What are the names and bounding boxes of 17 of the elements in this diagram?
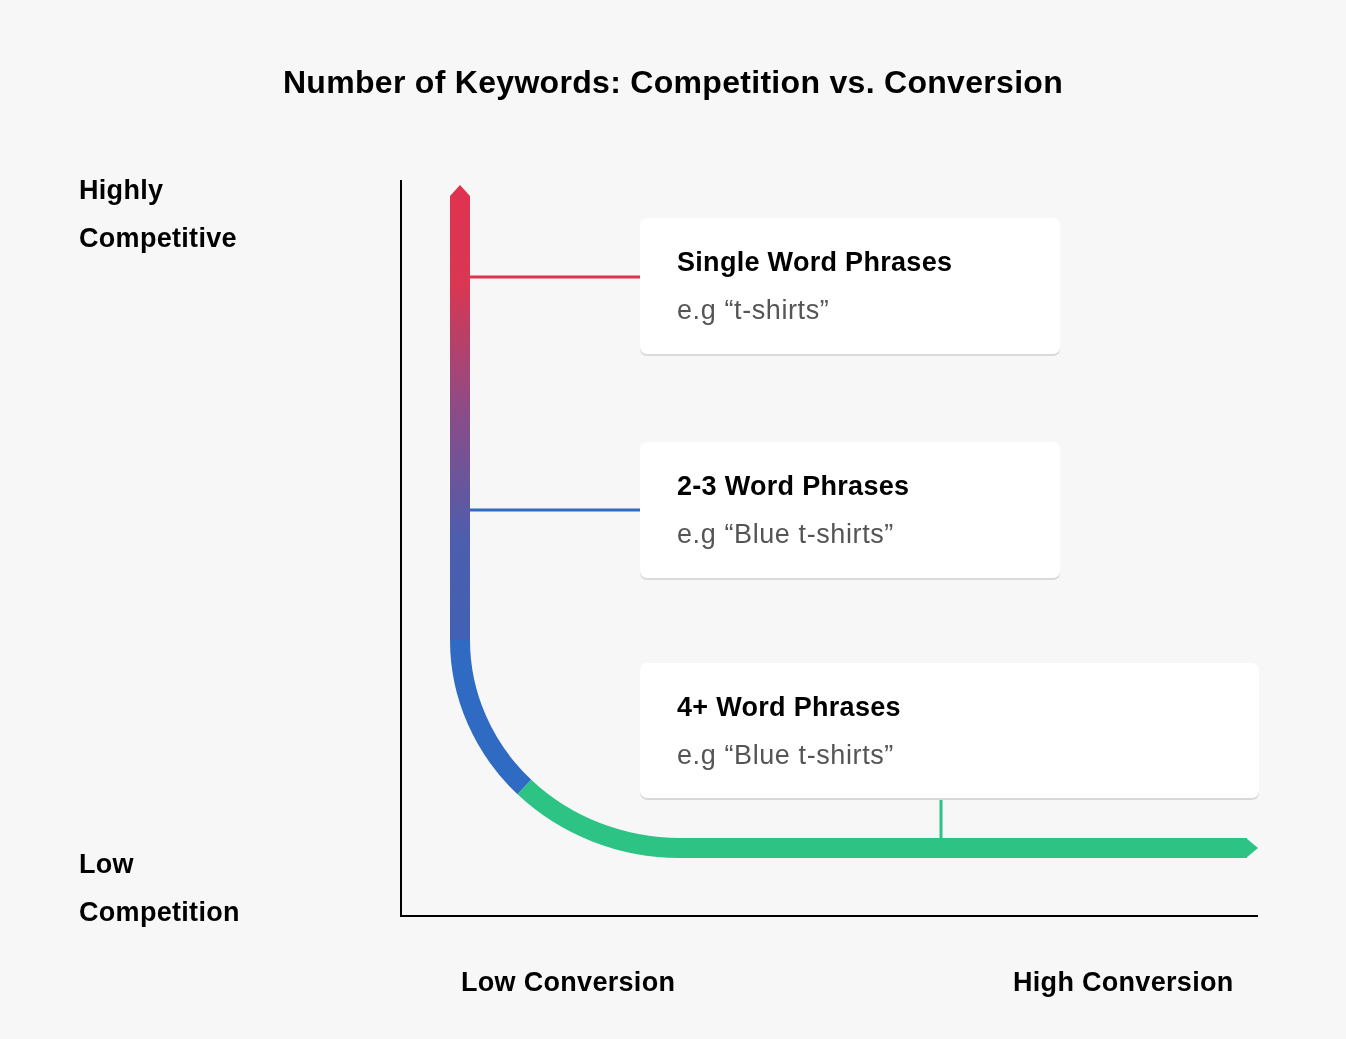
phrase-card: [640, 442, 1060, 578]
phrase-card: [640, 218, 1060, 354]
leader-line: [939, 798, 943, 838]
axis-label: High Conversion: [1013, 966, 1234, 999]
card-heading: 2-3 Word Phrases: [677, 470, 910, 503]
chart-title: Number of Keywords: Competition vs. Conversion: [282, 63, 1064, 102]
card-example: e.g “Blue t-shirts”: [677, 739, 894, 772]
card-heading: Single Word Phrases: [677, 246, 953, 279]
leader-line: [470, 275, 640, 279]
card-example: e.g “t-shirts”: [677, 294, 830, 327]
leader-line: [470, 508, 640, 512]
axis-label: Low Competition: [79, 848, 241, 929]
card-heading: 4+ Word Phrases: [677, 691, 901, 724]
card-example: e.g “Blue t-shirts”: [677, 518, 894, 551]
axis-label: Low Conversion: [461, 966, 676, 999]
axis-label: Highly Competitive: [79, 174, 238, 255]
phrase-card: [640, 663, 1259, 798]
